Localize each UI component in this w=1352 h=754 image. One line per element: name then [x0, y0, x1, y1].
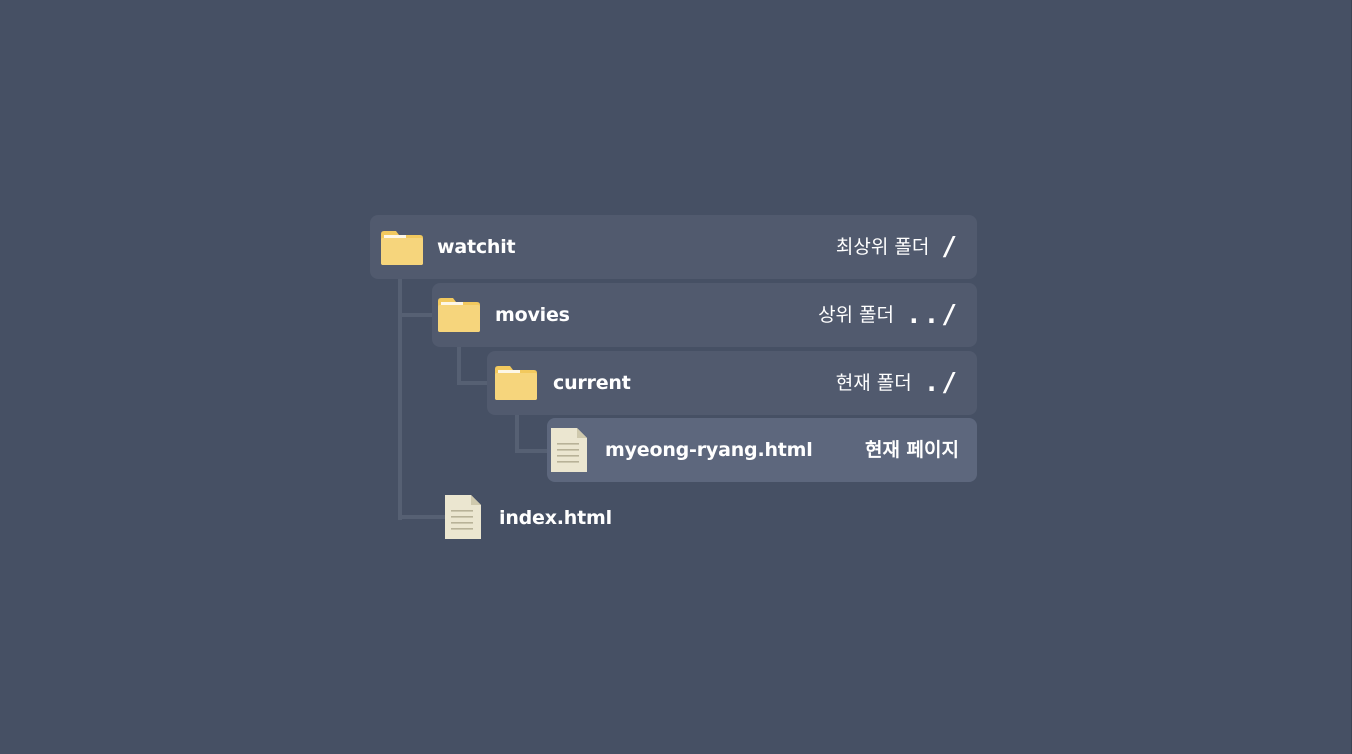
connector-to-movies	[398, 313, 440, 317]
relative-path: ./	[923, 368, 959, 398]
connector-to-page	[515, 449, 551, 453]
tree-row-movies: movies 상위 폴더 ../	[432, 283, 977, 347]
file-icon	[445, 495, 481, 539]
tree-row-watchit: watchit 최상위 폴더 /	[370, 215, 977, 279]
folder-description: 최상위 폴더 /	[836, 215, 959, 279]
tree-row-current-page: myeong-ryang.html 현재 페이지	[547, 418, 977, 482]
relative-path: ../	[906, 300, 959, 330]
file-name: index.html	[499, 507, 612, 529]
relative-path: /	[941, 232, 959, 262]
folder-name: current	[553, 372, 631, 394]
file-icon	[551, 428, 587, 472]
tree-row-index: index.html	[440, 486, 740, 550]
folder-description: 현재 폴더 ./	[836, 351, 959, 415]
folder-name: movies	[495, 304, 570, 326]
folder-name: watchit	[437, 236, 516, 258]
page-description: 현재 페이지	[865, 418, 959, 482]
page-role-label: 현재 페이지	[864, 439, 959, 461]
file-name: myeong-ryang.html	[605, 439, 813, 461]
connector-movies-vertical	[457, 332, 461, 385]
folder-role-label: 최상위 폴더	[835, 236, 930, 258]
folder-role-label: 상위 폴더	[818, 304, 895, 326]
connector-current-vertical	[515, 400, 519, 453]
connector-watchit-vertical	[398, 264, 402, 520]
folder-role-label: 현재 폴더	[835, 372, 912, 394]
folder-icon	[381, 231, 423, 265]
folder-icon	[438, 298, 480, 332]
connector-to-index	[398, 515, 446, 519]
tree-row-current: current 현재 폴더 ./	[487, 351, 977, 415]
connector-to-current	[457, 381, 497, 385]
folder-description: 상위 폴더 ../	[818, 283, 959, 347]
folder-icon	[495, 366, 537, 400]
